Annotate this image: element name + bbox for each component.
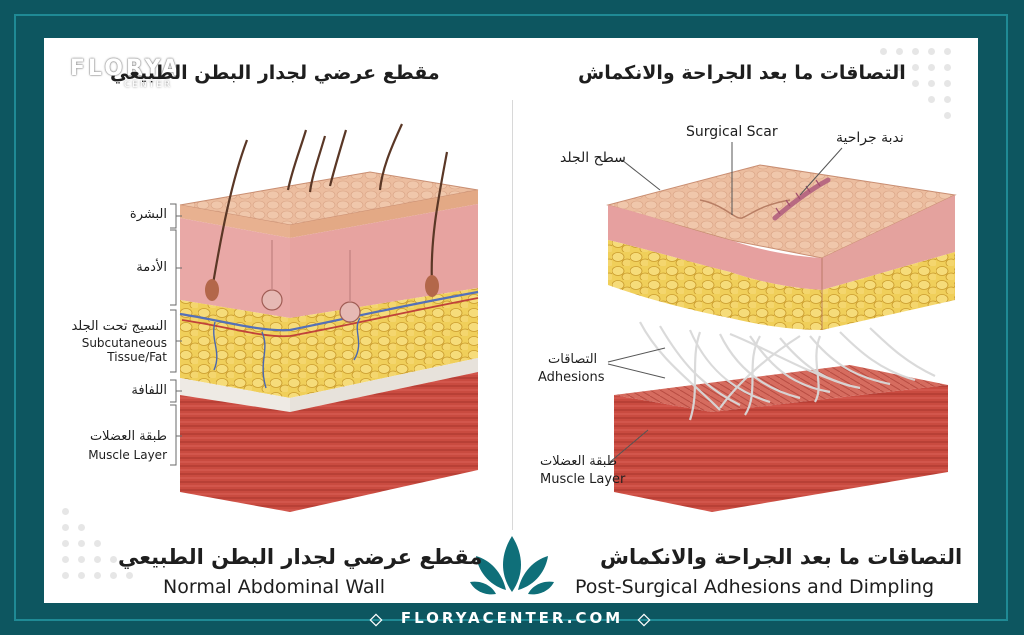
label-adhesions-en: Adhesions bbox=[538, 370, 605, 385]
right-caption-ar: التصاقات ما بعد الجراحة والانكماش bbox=[600, 545, 963, 569]
label-subcutaneous-en: Subcutaneous Tissue/Fat bbox=[81, 336, 167, 364]
label-muscle-ar-right: طبقة العضلات bbox=[540, 454, 618, 469]
blood-vessel bbox=[179, 290, 479, 332]
label-epidermis: البشرة bbox=[129, 207, 167, 222]
muscle-side bbox=[290, 372, 478, 512]
label-subcutaneous-ar: النسيج تحت الجلد bbox=[71, 319, 167, 334]
fat-side bbox=[290, 288, 478, 398]
upper-fat-side bbox=[822, 252, 955, 330]
footer-diamonds bbox=[369, 613, 651, 627]
left-caption-en: Normal Abdominal Wall bbox=[163, 576, 386, 598]
muscle-front bbox=[180, 395, 290, 512]
label-dermis: الأدمة bbox=[136, 260, 167, 275]
dimple bbox=[699, 199, 791, 219]
lower-muscle-front bbox=[614, 395, 712, 512]
florya-emblem bbox=[470, 536, 554, 595]
florya-logo: FLORYA CENTER bbox=[70, 56, 182, 90]
footer-url[interactable]: FLORYACENTER.COM bbox=[400, 609, 624, 627]
blood-vessel bbox=[181, 297, 479, 338]
label-adhesions-ar: التصاقات bbox=[548, 352, 598, 367]
adhesion-block bbox=[606, 164, 957, 512]
epidermis-side bbox=[290, 190, 478, 238]
lower-muscle-side bbox=[712, 385, 948, 512]
surgical-scar bbox=[772, 177, 831, 221]
logo-subtitle: CENTER bbox=[124, 80, 173, 90]
left-label-brackets bbox=[170, 203, 182, 466]
upper-dermis-side bbox=[822, 195, 955, 290]
label-fascia: اللفافة bbox=[131, 383, 167, 398]
upper-fat-front bbox=[608, 240, 822, 330]
adhesion-strands bbox=[639, 321, 936, 421]
label-muscle-en-right: Muscle Layer bbox=[540, 472, 626, 487]
left-title: مقطع عرضي لجدار البطن الطبيعي bbox=[110, 62, 440, 84]
epidermis-front bbox=[180, 205, 290, 238]
frame-border bbox=[14, 14, 1008, 621]
right-caption-en: Post-Surgical Adhesions and Dimpling bbox=[575, 576, 935, 598]
hair-follicles bbox=[210, 123, 449, 291]
center-divider bbox=[512, 100, 513, 530]
label-muscle-en: Muscle Layer bbox=[88, 448, 167, 462]
label-surgical-scar-ar: ندبة جراحية bbox=[836, 130, 904, 146]
footer: FLORYACENTER.COM bbox=[0, 606, 1024, 635]
label-skin-surface: سطح الجلد bbox=[560, 150, 626, 166]
right-pointer-lines bbox=[607, 142, 843, 463]
fascia-front bbox=[180, 378, 290, 412]
logo-wordmark: FLORYA bbox=[70, 56, 182, 81]
label-surgical-scar-en: Surgical Scar bbox=[686, 124, 778, 140]
label-muscle-ar: طبقة العضلات bbox=[89, 429, 167, 444]
right-title: التصاقات ما بعد الجراحة والانكماش bbox=[578, 62, 906, 84]
upper-dermis-front bbox=[608, 205, 822, 290]
left-caption-ar: مقطع عرضي لجدار البطن الطبيعي bbox=[118, 545, 483, 569]
normal-wall-block bbox=[179, 123, 479, 512]
fascia-side bbox=[290, 358, 478, 412]
